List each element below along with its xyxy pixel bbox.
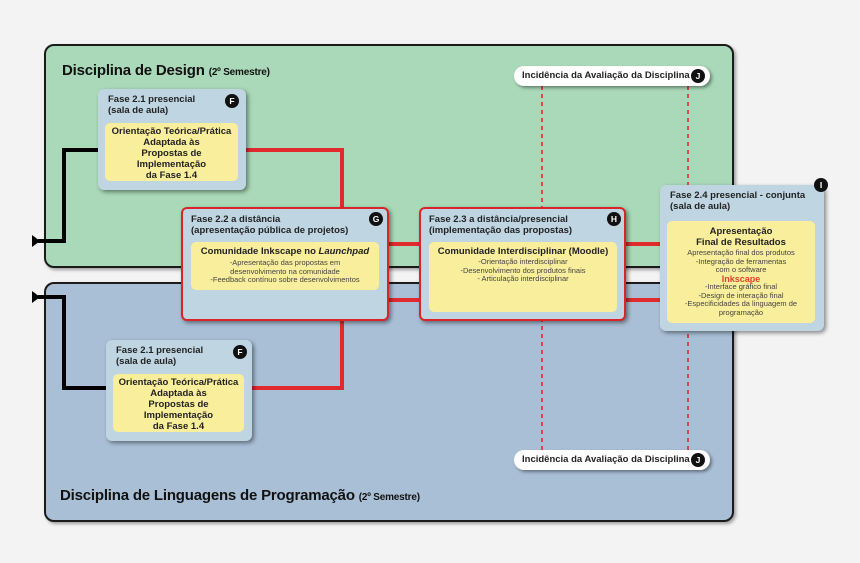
phase-2-1-box-programming: Fase 2.1 presencial (sala de aula) F Ori… — [106, 340, 252, 441]
badge-i-icon: I — [814, 178, 828, 192]
badge-j-icon: J — [691, 453, 705, 467]
phase-2-1-box-design: Fase 2.1 presencial (sala de aula) F Ori… — [98, 89, 246, 190]
badge-j-icon: J — [691, 69, 705, 83]
phase-title: Fase 2.2 a distância (apresentação públi… — [191, 214, 349, 236]
badge-f-icon: F — [225, 94, 239, 108]
badge-g-icon: G — [369, 212, 383, 226]
entry-line-bottom — [38, 295, 106, 390]
connector-f-top-to-g — [246, 148, 344, 210]
phase-2-4-box: Fase 2.4 presencial - conjunta (sala de … — [660, 185, 824, 331]
phase-title: Fase 2.3 a distância/presencial (impleme… — [429, 214, 573, 236]
badge-h-icon: H — [607, 212, 621, 226]
entry-arrow-bottom — [32, 291, 40, 303]
entry-line-top — [38, 148, 100, 243]
phase-content: Comunidade Inkscape no Launchpad -Aprese… — [191, 242, 379, 290]
phase-title: Fase 2.1 presencial (sala de aula) — [116, 345, 204, 367]
phase-2-3-box: Fase 2.3 a distância/presencial (impleme… — [419, 207, 626, 321]
badge-f-icon: F — [233, 345, 247, 359]
phase-content: Apresentação Final de Resultados Apresen… — [667, 221, 815, 323]
entry-arrow-top — [32, 235, 40, 247]
phase-title: Fase 2.1 presencial (sala de aula) — [108, 94, 196, 116]
connector-f-bottom-to-g — [252, 318, 344, 390]
phase-content: Orientação Teórica/Prática Adaptada às P… — [105, 123, 238, 181]
phase-2-2-box: Fase 2.2 a distância (apresentação públi… — [181, 207, 389, 321]
phase-content: Orientação Teórica/Prática Adaptada às P… — [113, 374, 244, 432]
phase-title: Fase 2.4 presencial - conjunta (sala de … — [670, 190, 806, 212]
programming-panel-title: Disciplina de Linguagens de Programação … — [60, 487, 420, 504]
phase-content: Comunidade Interdisciplinar (Moodle) -Or… — [429, 242, 617, 312]
design-panel-title: Disciplina de Design (2º Semestre) — [62, 62, 270, 79]
evaluation-label-bottom: Incidência da Avaliação da Disciplina J — [514, 450, 710, 470]
inkscape-highlight: Inkscape — [721, 273, 761, 284]
evaluation-label-top: Incidência da Avaliação da Disciplina J — [514, 66, 710, 86]
